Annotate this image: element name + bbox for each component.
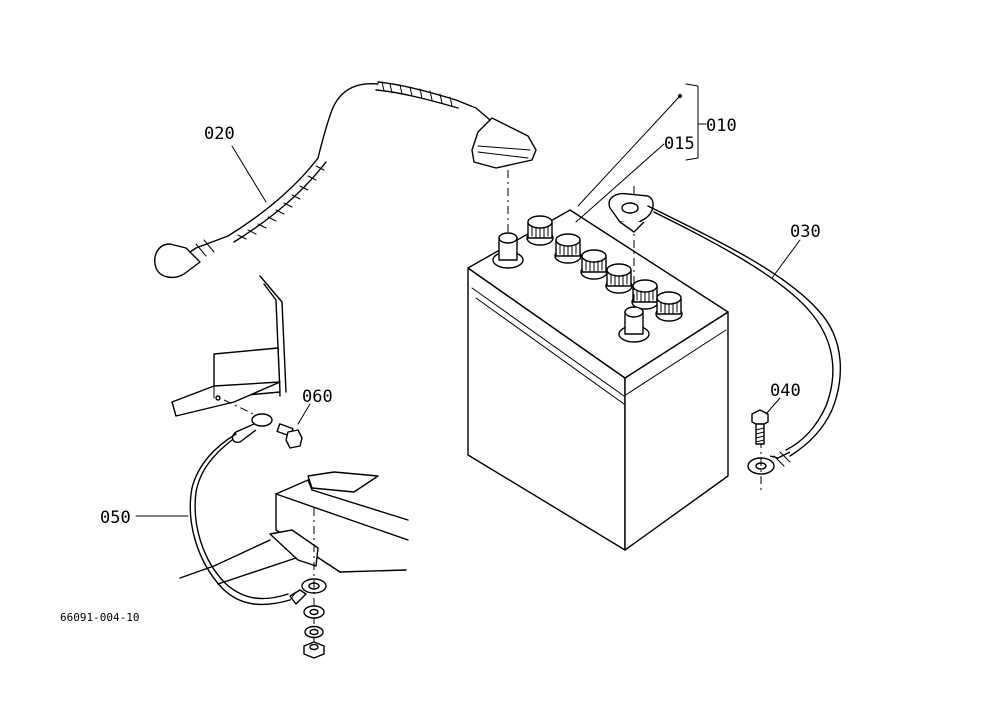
callout-015: 015	[664, 134, 695, 154]
callout-030: 030	[790, 222, 821, 242]
washer-nut-stack	[303, 605, 325, 659]
leader-lines	[135, 83, 801, 517]
callout-060: 060	[302, 387, 333, 407]
callout-010: 010	[706, 116, 737, 136]
negative-cable	[608, 192, 841, 490]
bolt-040	[751, 409, 769, 445]
positive-cable	[154, 81, 537, 279]
drawing-number: 66091-004-10	[60, 611, 139, 624]
ground-cable	[189, 413, 327, 606]
battery-negative-terminal	[618, 306, 650, 343]
callout-040: 040	[770, 381, 801, 401]
callout-020: 020	[204, 124, 235, 144]
bolt-060	[276, 423, 303, 449]
battery	[467, 170, 729, 551]
battery-vent-caps	[526, 215, 683, 322]
frame-bracket	[171, 275, 287, 419]
callout-050: 050	[100, 508, 131, 528]
lower-frame	[179, 471, 409, 650]
battery-positive-terminal	[492, 232, 524, 269]
